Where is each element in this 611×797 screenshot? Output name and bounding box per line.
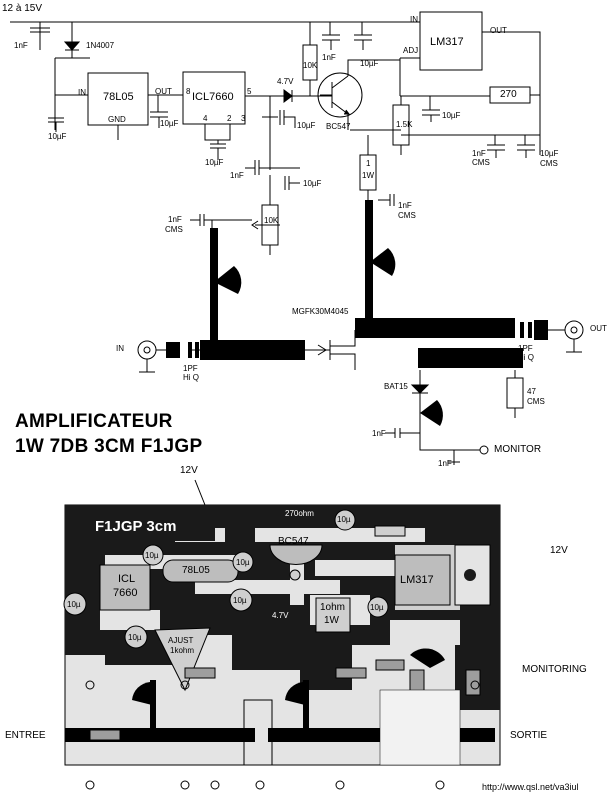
pcb-cap-a: 10µ xyxy=(337,515,351,524)
diode-label: 1N4007 xyxy=(86,41,115,50)
pcb-ajust-value-label: 1kohm xyxy=(170,646,195,655)
pcb-cap-e: 10µ xyxy=(128,633,142,642)
icl-pin-5: 5 xyxy=(247,87,252,96)
cap-10uf-label-a: 10µF xyxy=(48,132,67,141)
pcb-entree-label: ENTREE xyxy=(5,730,46,741)
pcb-monitoring-label: MONITORING xyxy=(522,664,587,675)
r-1ohm-label-a: 1 xyxy=(366,159,371,168)
pcb-lm317-label: LM317 xyxy=(400,574,434,586)
monitor-radial-stub xyxy=(420,400,443,426)
drain-cap-cms-label: CMS xyxy=(398,211,416,220)
monitor-stripline xyxy=(418,348,523,368)
pcb-name-label: F1JGP 3cm xyxy=(95,518,177,535)
rf-in-label: IN xyxy=(116,344,124,353)
pcb-icl-label-1: ICL xyxy=(118,573,136,585)
out-cap-1nf-cms-label: CMS xyxy=(472,158,490,167)
gate-radial-stub xyxy=(214,266,242,294)
neg-cap-1nf-label: 1nF xyxy=(230,171,244,180)
rf-out-label: OUT xyxy=(590,324,607,333)
drain-radial-stub xyxy=(370,248,396,276)
pcb-78l05-label: 78L05 xyxy=(182,565,210,576)
source-url: http://www.qsl.net/va3iul xyxy=(482,782,579,792)
icl-cap-10uf-label: 10µF xyxy=(205,158,224,167)
r-47-box xyxy=(506,377,524,409)
r-1k5-label: 1.5K xyxy=(396,120,413,129)
pcb-bc547-label: BC547 xyxy=(278,536,309,547)
pcb-ajust-label: AJUST xyxy=(168,636,194,645)
78l05-out-label: OUT xyxy=(155,87,172,96)
pcb-cap-b: 10µ xyxy=(145,551,159,560)
78l05-gnd-label: GND xyxy=(108,115,126,124)
pcb-1w-label: 1W xyxy=(324,615,339,626)
monitor-cap2-1nf-label: 1nF xyxy=(438,459,452,468)
lm317-label: LM317 xyxy=(430,36,464,48)
icl-pin-4: 4 xyxy=(203,114,208,123)
title-line-1: AMPLIFICATEUR xyxy=(15,411,173,432)
gate-cap-1nf-label: 1nF xyxy=(168,215,182,224)
pcb-r270-label: 270ohm xyxy=(285,509,314,518)
pcb-1ohm-label: 1ohm xyxy=(320,602,346,613)
78l05-label: 78L05 xyxy=(103,91,134,103)
out-cap-1nf-label: 1nF xyxy=(472,149,486,158)
pcb-sortie-label: SORTIE xyxy=(510,730,548,741)
78l05-in-label: IN xyxy=(78,88,86,97)
top-cap-10uf-label: 10µF xyxy=(360,59,379,68)
r-10k-label: 10K xyxy=(303,61,318,70)
gate-cap-cms-label: CMS xyxy=(165,225,183,234)
zener-label: 4.7V xyxy=(277,77,294,86)
lm317-in-label: IN xyxy=(410,15,418,24)
icl7660-box xyxy=(182,71,246,125)
pcb-12v-top-label: 12V xyxy=(180,465,198,476)
gate-stripline-horizontal xyxy=(200,340,305,360)
pcb-layout xyxy=(63,479,501,790)
r-47-cms-label: CMS xyxy=(527,397,545,406)
pcb-4v7-label: 4.7V xyxy=(272,611,289,620)
in-cap-hiq-label: Hi Q xyxy=(183,373,199,382)
monitor-cap-1nf-label: 1nF xyxy=(372,429,386,438)
out-cap-10uf-label: 10µF xyxy=(540,149,559,158)
lm317-adj-label: ADJ xyxy=(403,46,419,55)
r-47-label: 47 xyxy=(527,387,536,396)
out-cap-1pf-label: 1PF xyxy=(518,344,533,353)
fet-label: MGFK30M4045 xyxy=(292,307,349,316)
drain-stripline-vertical xyxy=(365,200,373,318)
supply-label: 12 à 15V xyxy=(2,3,43,14)
out-cap-hiq-label: Hi Q xyxy=(518,353,534,362)
neg-cap-10uf-label: 10µF xyxy=(303,179,322,188)
pcb-cap-f: 10µ xyxy=(233,596,247,605)
pcb-12v-right-label: 12V xyxy=(550,545,568,556)
out-cap-10uf-cms-label: CMS xyxy=(540,159,558,168)
drain-stripline-horizontal xyxy=(355,318,515,338)
monitor-label: MONITOR xyxy=(494,444,542,455)
lm317-box xyxy=(419,11,483,71)
title-line-2: 1W 7DB 3CM F1JGP xyxy=(15,436,203,457)
pot-10k-label: 10K xyxy=(264,216,279,225)
pcb-cap-d: 10µ xyxy=(67,600,81,609)
r-1ohm-label-b: 1W xyxy=(362,171,374,180)
zener-cap-label: 10µF xyxy=(297,121,316,130)
cap-1nf-input-label: 1nF xyxy=(14,41,28,50)
pcb-cap-g: 10µ xyxy=(370,603,384,612)
pcb-icl-label-2: 7660 xyxy=(113,587,138,599)
icl-pin-3: 3 xyxy=(241,114,246,123)
top-cap-1nf-label: 1nF xyxy=(322,53,336,62)
cap-10uf-label-b: 10µF xyxy=(160,119,179,128)
bat15-label: BAT15 xyxy=(384,382,408,391)
r-270-label: 270 xyxy=(500,89,517,100)
icl-pin-8: 8 xyxy=(186,87,191,96)
pcb-cap-c: 10µ xyxy=(236,558,250,567)
icl-pin-2: 2 xyxy=(227,114,232,123)
adj-cap-10uf-label: 10µF xyxy=(442,111,461,120)
in-cap-1pf-label: 1PF xyxy=(183,364,198,373)
icl7660-label: ICL7660 xyxy=(192,91,234,103)
bc547-label: BC547 xyxy=(326,122,351,131)
lm317-out-label: OUT xyxy=(490,26,507,35)
drain-cap-1nf-label: 1nF xyxy=(398,201,412,210)
gate-stripline-vertical xyxy=(210,228,218,340)
